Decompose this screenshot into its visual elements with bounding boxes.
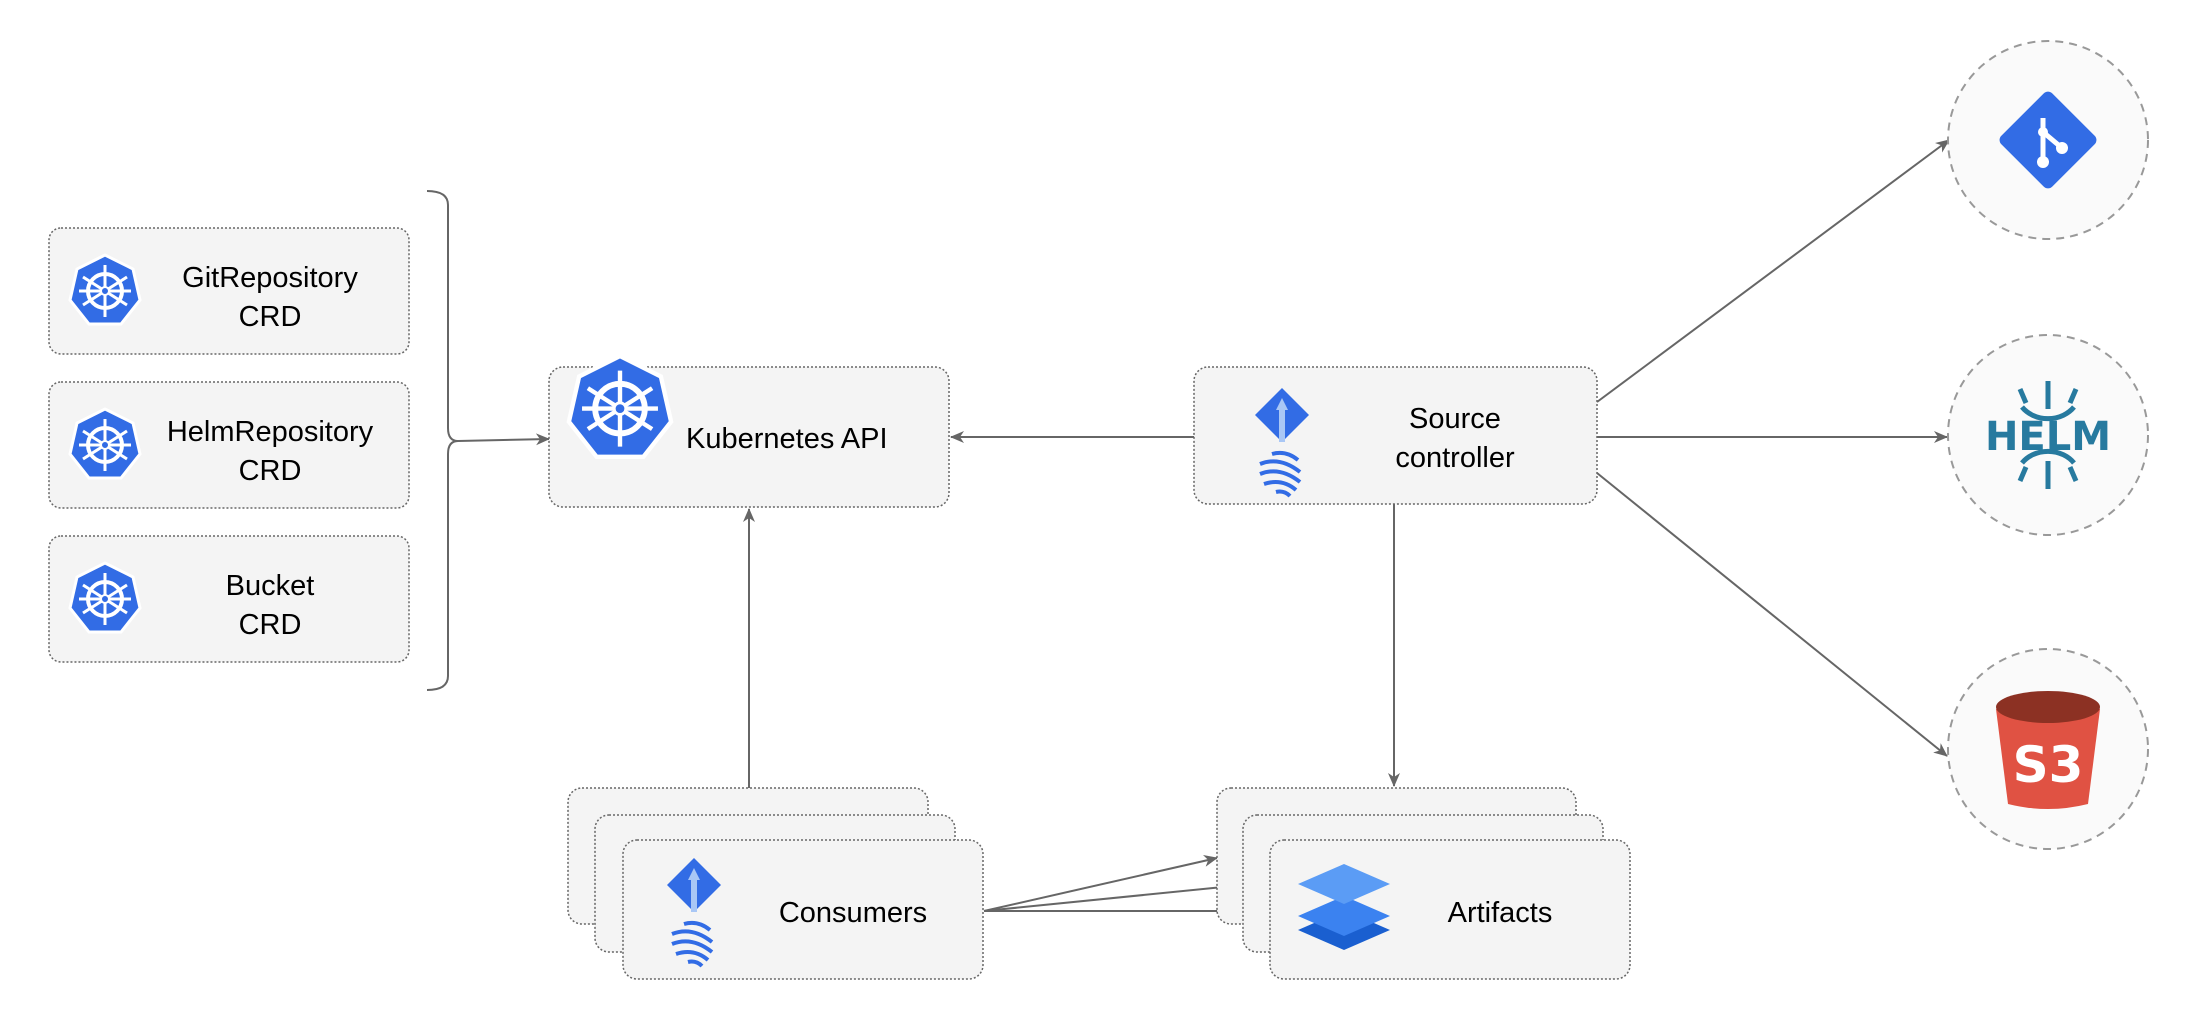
crd-helmrepository[interactable]: HelmRepository CRD [48, 381, 410, 509]
crd-label: HelmRepository [167, 416, 374, 448]
artifacts-node[interactable]: Artifacts [1216, 787, 1631, 980]
s3-source[interactable]: S3 [1947, 648, 2149, 850]
source-controller-label: Source [1409, 403, 1501, 435]
edge-consumers-to-artifacts [983, 855, 1218, 912]
source-controller-node[interactable]: Source controller [1193, 366, 1598, 505]
crd-gitrepository[interactable]: GitRepository CRD [48, 227, 410, 355]
artifacts-label: Artifacts [1448, 897, 1553, 929]
crd-label: Bucket [226, 570, 315, 602]
edge-controller-to-git [1596, 139, 1950, 403]
grouping-brace [426, 190, 459, 691]
helm-logo-text: HELM [1985, 414, 2111, 460]
edge-controller-to-s3 [1596, 472, 1948, 757]
s3-logo-text: S3 [2013, 736, 2084, 794]
kubernetes-api-node[interactable]: Kubernetes API [548, 356, 950, 508]
source-controller-label: controller [1395, 442, 1515, 474]
git-icon [1999, 91, 2097, 189]
crd-label: CRD [239, 609, 302, 641]
consumers-node[interactable]: Consumers [567, 787, 984, 980]
git-source[interactable] [1947, 40, 2149, 240]
edge-crds-to-api [457, 433, 550, 446]
helm-icon [2017, 381, 2079, 489]
crd-label: CRD [239, 301, 302, 333]
crd-label: CRD [239, 455, 302, 487]
consumers-label: Consumers [779, 897, 927, 929]
s3-bucket-icon [1996, 691, 2100, 809]
crd-label: GitRepository [182, 262, 358, 294]
edge-consumers-to-artifacts [983, 880, 1244, 912]
layers-icon [1298, 864, 1390, 950]
helm-source[interactable]: HELM [1947, 334, 2149, 536]
crd-bucket[interactable]: Bucket CRD [48, 535, 410, 663]
kubernetes-api-label: Kubernetes API [686, 423, 888, 455]
